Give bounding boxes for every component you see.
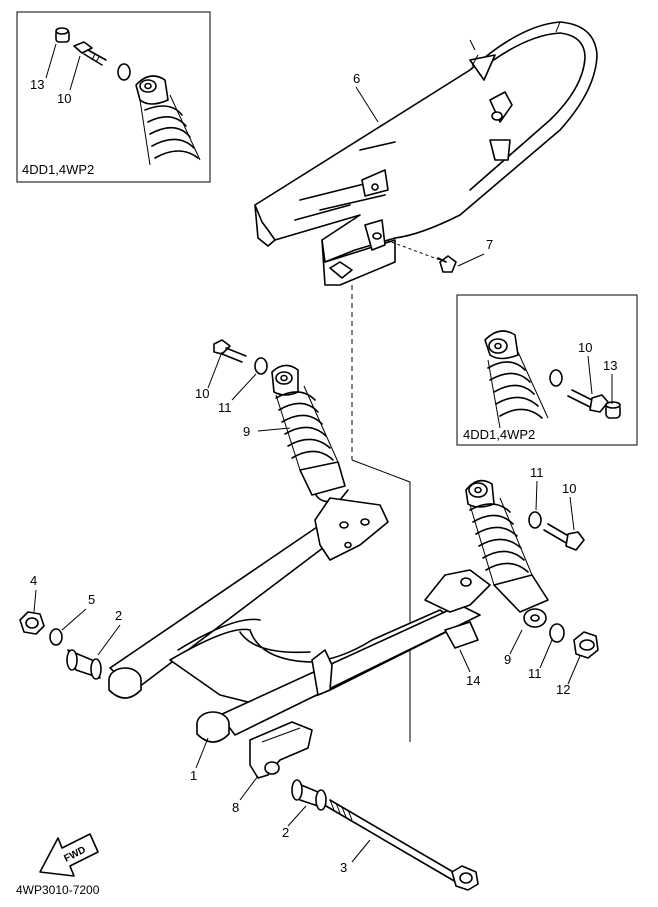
- drawing-code: 4WP3010-7200: [16, 883, 100, 897]
- callout-10: 10: [195, 386, 209, 401]
- cap-nut-13-icon: [55, 27, 70, 43]
- pivot-shaft-3-icon: [325, 799, 479, 891]
- callout-10: 10: [57, 91, 71, 106]
- bolt-10-icon: [567, 389, 609, 413]
- nut-4-icon: [19, 611, 45, 635]
- washer-icon: [549, 623, 565, 643]
- collar-2-icon: [66, 649, 102, 680]
- inset-model-label: 4DD1,4WP2: [463, 427, 535, 442]
- shock-absorber-top-icon: [135, 75, 201, 166]
- callout-3: 3: [340, 860, 347, 875]
- bolt-10-icon: [543, 523, 585, 551]
- chain-protector-14-icon: [444, 621, 479, 649]
- callout-10: 10: [578, 340, 592, 355]
- inset-model-label: 4DD1,4WP2: [22, 162, 94, 177]
- washer-5-icon: [49, 628, 63, 646]
- callout-7: 7: [486, 237, 493, 252]
- callout-9: 9: [243, 424, 250, 439]
- callout-4: 4: [30, 573, 37, 588]
- cap-nut-12-icon: [573, 631, 599, 659]
- callout-12: 12: [556, 682, 570, 697]
- callout-13: 13: [603, 358, 617, 373]
- fwd-arrow-icon: FWD: [39, 833, 99, 877]
- callout-2: 2: [282, 825, 289, 840]
- bolt-10-icon: [73, 41, 107, 66]
- washer-icon: [117, 63, 131, 81]
- rear-shock-absorber-9: [465, 479, 549, 628]
- callout-10: 10: [562, 481, 576, 496]
- screw-7-icon: [385, 239, 457, 273]
- callout-11: 11: [528, 666, 542, 681]
- cap-nut-13-icon: [605, 401, 621, 419]
- collar-2-icon: [291, 779, 327, 811]
- callout-1: 1: [190, 768, 197, 783]
- callout-9: 9: [504, 652, 511, 667]
- rear-shock-absorber-9: [271, 364, 349, 503]
- callout-11: 11: [530, 465, 544, 480]
- chain-case-6: [254, 21, 598, 286]
- washer-icon: [528, 511, 542, 529]
- callout-13: 13: [30, 77, 44, 92]
- swingarm: [108, 497, 491, 743]
- washer-icon: [549, 369, 563, 387]
- callout-14: 14: [466, 673, 480, 688]
- callout-2: 2: [115, 608, 122, 623]
- callout-5: 5: [88, 592, 95, 607]
- callout-6: 6: [353, 71, 360, 86]
- washer-icon: [254, 357, 268, 375]
- bracket-8-icon: [249, 721, 313, 779]
- callout-11: 11: [218, 400, 232, 415]
- inset-right: 10 13 4DD1,4WP2: [456, 294, 638, 446]
- shock-absorber-top-icon: [484, 330, 549, 429]
- callout-8: 8: [232, 800, 239, 815]
- inset-top-left: 13 10 4DD1,4WP2: [16, 11, 211, 183]
- bolt-10-icon: [213, 339, 247, 363]
